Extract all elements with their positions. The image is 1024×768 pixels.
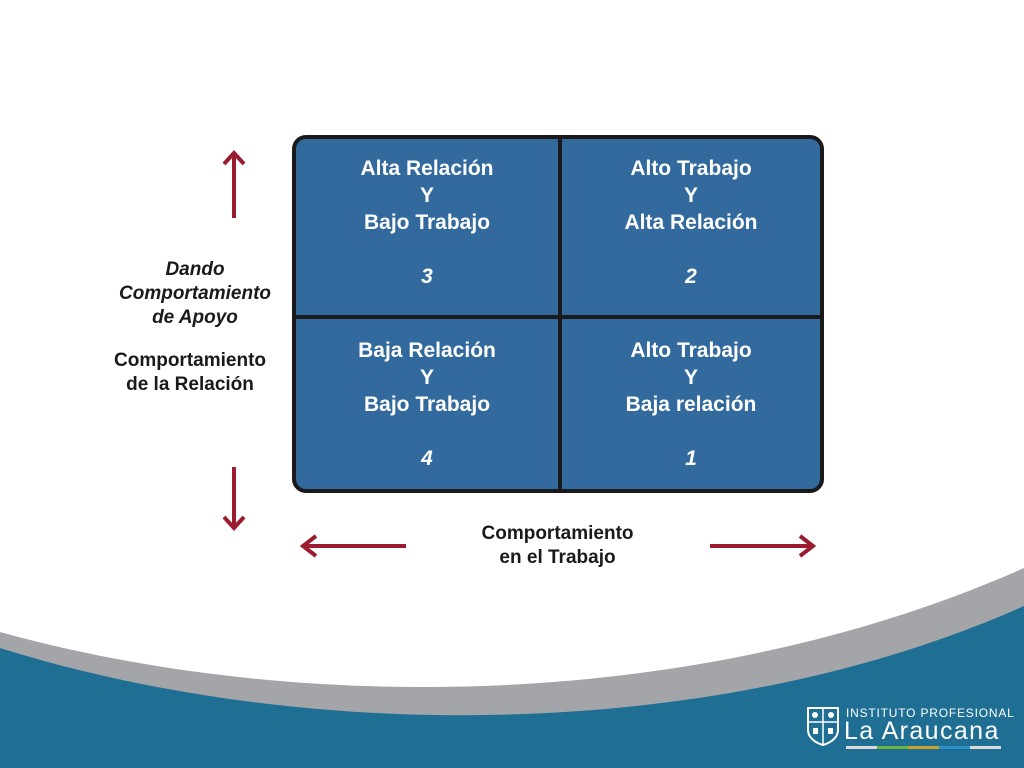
arrow-up-icon [222,150,246,218]
crest-icon [807,707,839,746]
quadrant-2: Alto Trabajo Y Alta Relación 2 [562,139,820,315]
quadrant-grid: Alta Relación Y Bajo Trabajo 3 Alto Trab… [292,135,824,493]
quadrant-number: 2 [685,265,697,288]
arrow-left-icon [299,534,406,558]
quadrant-line: Y [419,366,434,389]
quadrant-1: Alto Trabajo Y Baja relación 1 [562,319,820,489]
horizontal-divider [296,315,820,319]
label-line: Comportamiento [481,523,634,544]
quadrant-line: Alto Trabajo [630,157,752,180]
label-line: Comportamiento [114,350,266,371]
quadrant-3: Alta Relación Y Bajo Trabajo 3 [296,139,558,315]
label-line: Comportamiento [119,283,271,304]
quadrant-line: Baja Relación [358,339,496,362]
quadrant-4: Baja Relación Y Bajo Trabajo 4 [296,319,558,489]
label-line: de la Relación [126,374,254,395]
label-line: Dando [165,259,225,280]
label-line: de Apoyo [152,307,238,328]
quadrant-line: Alta Relación [624,211,758,234]
quadrant-line: Baja relación [625,393,757,416]
quadrant-number: 3 [421,265,433,288]
arrow-right-icon [710,534,817,558]
quadrant-line: Y [683,366,698,389]
quadrant-line: Bajo Trabajo [363,211,491,234]
quadrant-number: 4 [421,447,433,470]
quadrant-line: Y [419,184,434,207]
logo-subtitle: INSTITUTO PROFESIONAL [846,706,1015,720]
task-behavior-label: Comportamiento en el Trabajo [450,522,665,570]
arrow-down-icon [222,467,246,531]
logo-stripe [846,746,1001,749]
label-line: en el Trabajo [499,547,616,568]
footer-blue-band [0,606,1024,768]
quadrant-number: 1 [685,447,697,470]
support-behavior-label: Dando Comportamiento de Apoyo [100,258,290,330]
quadrant-line: Y [683,184,698,207]
institute-logo: INSTITUTO PROFESIONAL La Araucana [806,704,1014,749]
quadrant-line: Alto Trabajo [630,339,752,362]
relationship-behavior-label: Comportamiento de la Relación [92,349,288,397]
vertical-divider [558,139,562,489]
logo-name: La Araucana [844,717,1000,745]
quadrant-line: Bajo Trabajo [363,393,491,416]
quadrant-line: Alta Relación [360,157,494,180]
